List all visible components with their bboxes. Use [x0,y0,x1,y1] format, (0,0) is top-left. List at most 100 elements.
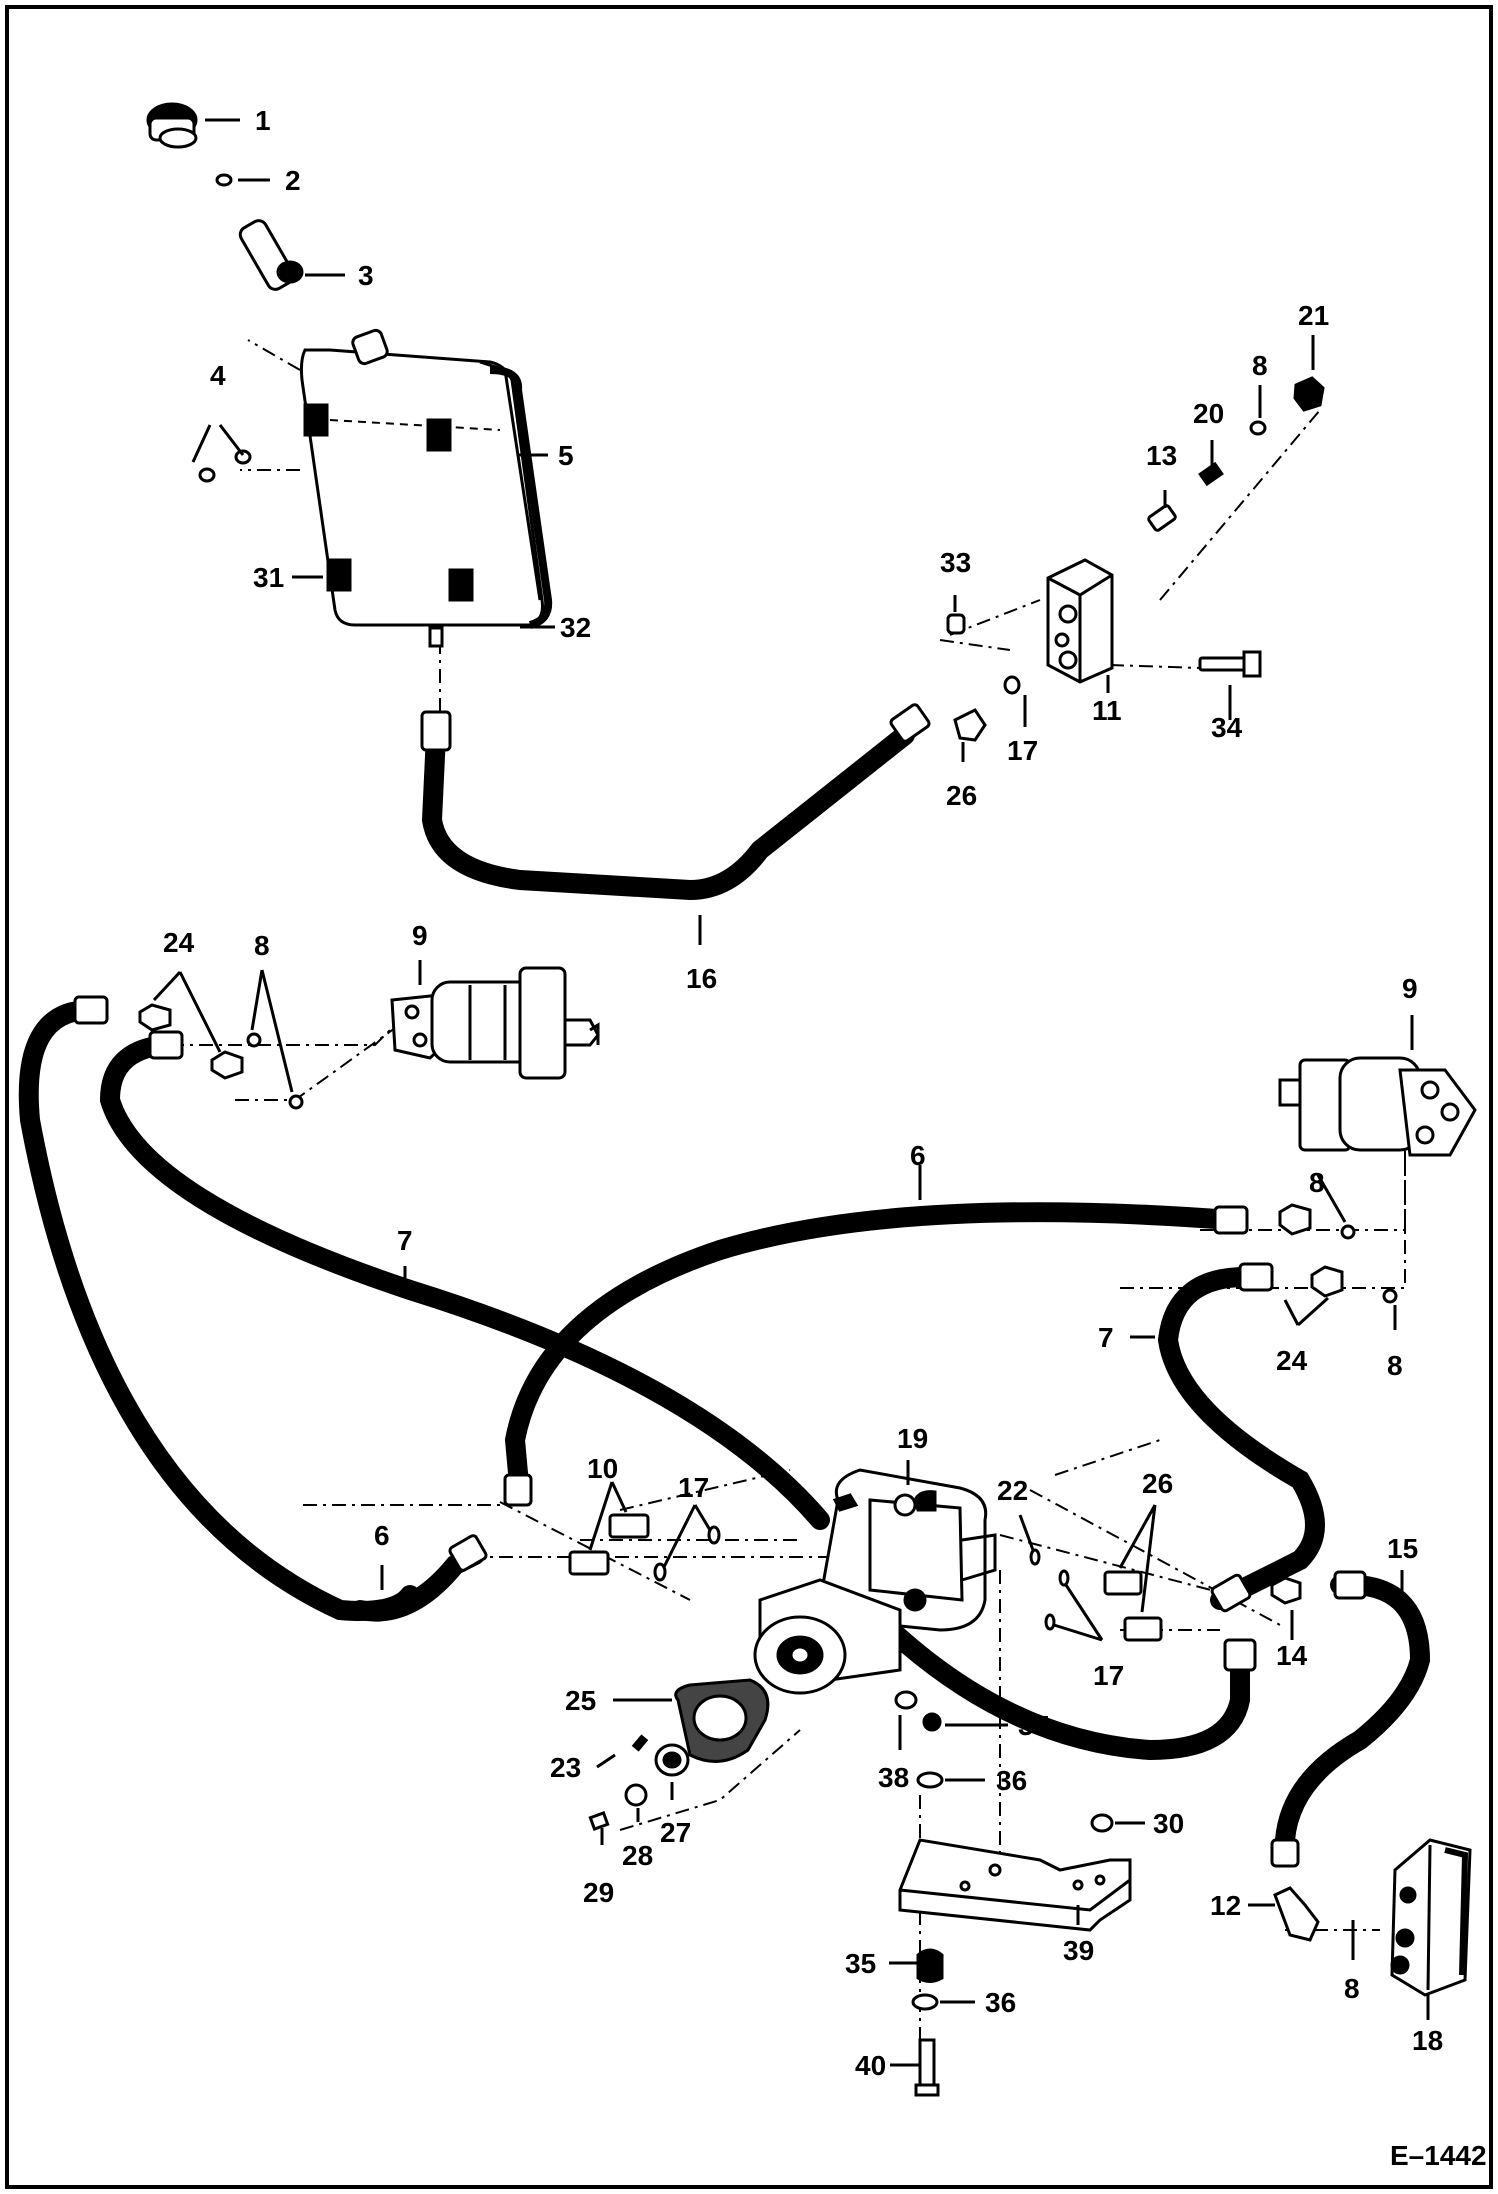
callout-21: 21 [1298,300,1329,331]
callout-20: 20 [1193,398,1224,429]
callout-36-bottom: 36 [985,1987,1016,2018]
washer-28 [624,1783,648,1807]
hose-6-main [504,1202,1240,1505]
callout-23: 23 [550,1752,581,1783]
reservoir-bolts [198,449,252,483]
figure-id: E–1442 [1390,2140,1487,2171]
callout-39: 39 [1063,1935,1094,1966]
callout-8-bottom: 8 [1344,1973,1360,2004]
o-ring-8-right-a [1340,1224,1356,1240]
callout-14: 14 [1276,1640,1308,1671]
callout-12: 12 [1210,1890,1241,1921]
o-ring-8-left-b [288,1094,304,1110]
callout-1: 1 [255,105,271,136]
spacer-35 [916,1948,944,1983]
filler-cap [146,102,198,149]
washer-36-bottom [911,1993,939,2011]
breather-fitting [238,219,304,291]
callout-40: 40 [855,2050,886,2081]
callout-24-left: 24 [163,927,195,958]
callout-9-left: 9 [412,920,428,951]
callout-27: 27 [660,1817,691,1848]
drive-motor-left [390,966,600,1080]
callout-26: 26 [946,780,977,811]
cap-21 [1293,376,1325,412]
callout-16: 16 [686,963,717,994]
callout-7-right: 7 [1098,1322,1114,1353]
callout-28: 28 [622,1840,653,1871]
callout-30: 30 [1153,1808,1184,1839]
callout-11: 11 [1092,695,1122,726]
o-ring-2 [215,173,233,187]
hydrostatic-pump [753,1468,997,1695]
callout-25: 25 [565,1685,596,1716]
elbow-26-top [953,708,987,742]
callouts: 1 2 3 4 5 31 32 16 33 17 26 11 34 13 20 … [163,105,1443,2081]
callout-13: 13 [1146,440,1177,471]
callout-3: 3 [358,260,374,291]
o-ring-17-d [1044,1613,1056,1631]
hose-6-left-end [350,1545,485,1622]
callout-18: 18 [1412,2025,1443,2056]
callout-17: 17 [1007,735,1038,766]
fittings-24-right [1278,1203,1344,1298]
callout-32: 32 [560,612,591,643]
fitting-14 [1270,1576,1302,1605]
callout-38: 38 [878,1762,909,1793]
page-border [5,5,1493,2189]
gasket-25 [674,1678,770,1763]
assembly-lines [170,339,1406,2070]
callout-10: 10 [587,1453,618,1484]
hoses [18,725,1431,1865]
callout-37: 37 [1018,1710,1049,1741]
hose-16 [421,725,915,901]
washer-36-top [916,1771,944,1789]
callout-17-mid: 17 [678,1472,709,1503]
hose-7-left [18,1000,420,1621]
nut-33 [946,613,966,635]
callout-8-top: 8 [1252,350,1268,381]
o-ring-17-top [1003,675,1021,695]
key-23 [631,1734,649,1752]
drive-motor-right [1278,1056,1477,1157]
callout-2: 2 [285,165,301,196]
elbow-12 [1273,1886,1320,1942]
o-ring-8-left-a [246,1032,262,1048]
o-ring-17-b [653,1562,667,1582]
callout-5: 5 [558,440,574,471]
callout-24-right: 24 [1276,1345,1308,1376]
callout-17-right: 17 [1093,1660,1124,1691]
o-ring-17-a [707,1525,721,1545]
callout-7-left: 7 [397,1225,413,1256]
callout-19: 19 [897,1423,928,1454]
callout-26-mid: 26 [1142,1468,1173,1499]
bolt-40 [914,2038,940,2097]
callout-15: 15 [1387,1533,1418,1564]
callout-6-left: 6 [374,1520,390,1551]
mounting-bracket-39 [898,1838,1132,1932]
callout-31: 31 [253,562,284,593]
hose-7-right [1157,1266,1325,1610]
plug-20 [1198,461,1224,487]
plug-37 [922,1712,942,1732]
callout-22: 22 [997,1475,1028,1506]
reservoir-tank [299,328,553,648]
o-ring-22 [1029,1548,1041,1566]
valve-block [1046,558,1114,684]
o-ring-17-c [1058,1569,1070,1587]
screw-38 [894,1690,918,1710]
screw-29 [588,1811,610,1831]
callout-8-left: 8 [254,930,270,961]
callout-34: 34 [1211,712,1243,743]
hose-ends [73,703,1367,1868]
bolt-34 [1198,650,1262,678]
callout-8-right-b: 8 [1387,1350,1403,1381]
hose-7-bottom [860,1600,1250,1761]
coupler-27-bore [662,1751,682,1769]
o-ring-8-top [1249,420,1267,436]
callout-36-top: 36 [996,1765,1027,1796]
o-ring-8-right-b [1382,1288,1398,1304]
callout-4: 4 [210,360,226,391]
fittings-26 [1103,1570,1163,1642]
